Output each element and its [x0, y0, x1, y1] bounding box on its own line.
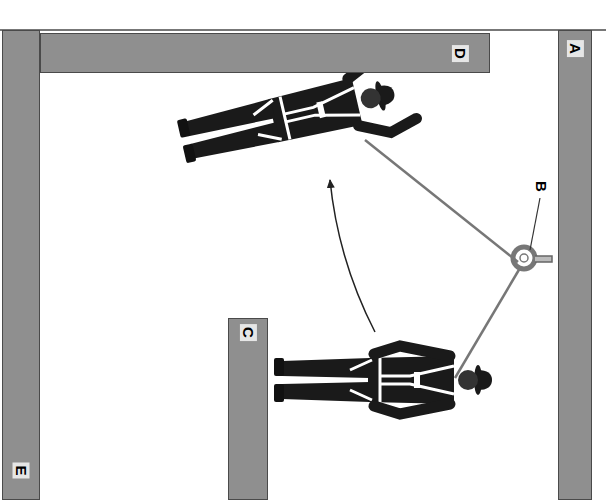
part-letter: D	[451, 45, 468, 62]
part-letter: A	[566, 40, 583, 57]
floor-band: E	[2, 30, 40, 500]
callout-letter: B	[532, 179, 549, 194]
wall-band: A	[558, 30, 592, 500]
platform-band: C	[228, 318, 268, 500]
part-letter: C	[239, 324, 256, 341]
part-letter: E	[13, 462, 30, 478]
beam-band: D	[40, 33, 490, 73]
